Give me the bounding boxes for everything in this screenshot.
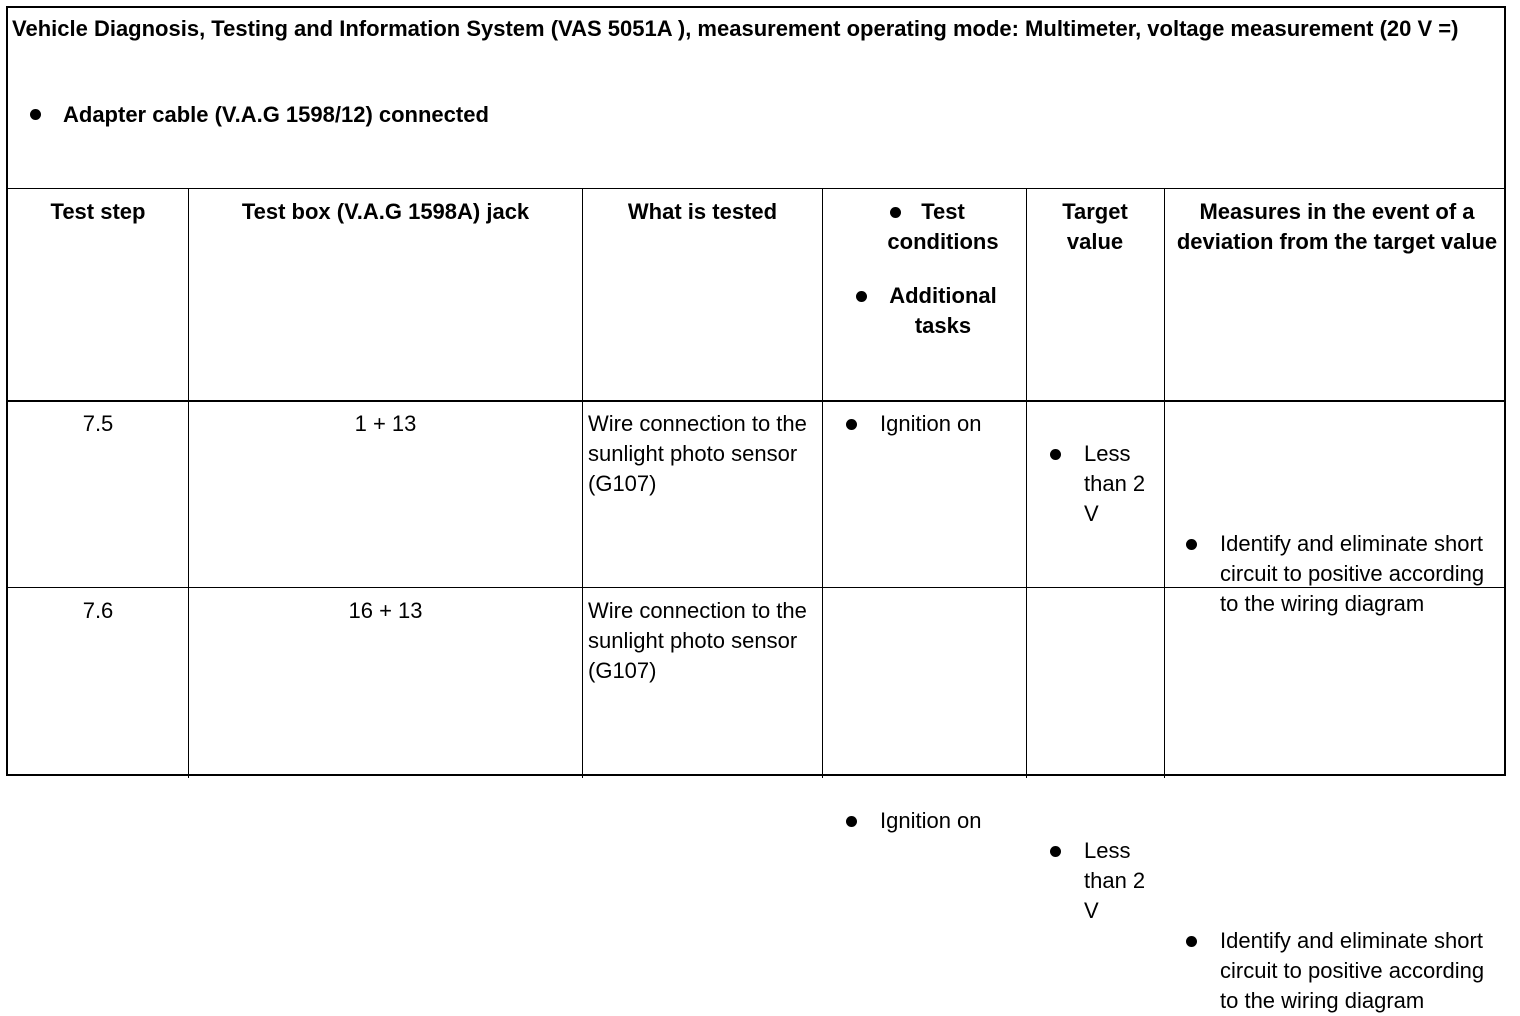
divider xyxy=(8,400,1504,402)
page-title: Vehicle Diagnosis, Testing and Informati… xyxy=(12,16,1459,41)
header-additional-text: Additional tasks xyxy=(889,283,997,338)
bullet-icon xyxy=(30,108,41,120)
column-divider xyxy=(822,188,823,778)
header-conditions-item: Test conditions xyxy=(868,197,1018,257)
cell-measure-text: Identify and eliminate short circuit to … xyxy=(1220,531,1485,616)
table-header-section: Vehicle Diagnosis, Testing and Informati… xyxy=(8,8,1504,188)
header-additional-item: Additional tasks xyxy=(856,281,1018,341)
header-what-tested: What is tested xyxy=(627,199,778,224)
header-target: Target value xyxy=(1062,199,1128,254)
cell-measure-text: Identify and eliminate short circuit to … xyxy=(1220,928,1485,1013)
bullet-icon xyxy=(1186,936,1197,947)
bullet-icon xyxy=(856,291,867,302)
bullet-icon xyxy=(1050,846,1061,857)
header-conditions-text: Test conditions xyxy=(887,199,999,254)
cell-measure: Identify and eliminate short circuit to … xyxy=(1186,926,1486,1016)
column-divider xyxy=(582,188,583,778)
bullet-icon xyxy=(890,207,901,218)
header-measures: Measures in the event of a deviation fro… xyxy=(1176,199,1498,254)
cell-condition-text: Ignition on xyxy=(880,411,982,436)
adapter-note-text: Adapter cable (V.A.G 1598/12) connected xyxy=(63,102,489,127)
adapter-note: Adapter cable (V.A.G 1598/12) connected xyxy=(30,100,489,130)
cell-target: Less than 2 V xyxy=(1050,439,1162,529)
cell-condition-text: Ignition on xyxy=(880,808,982,833)
cell-condition: Ignition on xyxy=(846,409,1022,439)
bullet-icon xyxy=(1186,539,1197,550)
cell-jack: 16 + 13 xyxy=(348,598,423,623)
divider xyxy=(8,587,1504,588)
column-divider xyxy=(188,188,189,778)
cell-jack: 1 + 13 xyxy=(354,411,417,436)
cell-measure: Identify and eliminate short circuit to … xyxy=(1186,529,1486,619)
cell-target-text: Less than 2 V xyxy=(1084,838,1146,923)
divider xyxy=(8,188,1504,189)
cell-condition: Ignition on xyxy=(846,806,1022,836)
header-conditions: Test conditions Additional tasks xyxy=(856,197,1018,341)
cell-what: Wire connection to the sunlight photo se… xyxy=(588,598,807,683)
bullet-icon xyxy=(846,419,857,430)
column-divider xyxy=(1164,188,1165,778)
header-test-step: Test step xyxy=(50,199,146,224)
diagnosis-table-frame: Vehicle Diagnosis, Testing and Informati… xyxy=(6,6,1506,1013)
header-jack: Test box (V.A.G 1598A) jack xyxy=(241,199,530,224)
column-divider xyxy=(1026,188,1027,778)
cell-what: Wire connection to the sunlight photo se… xyxy=(588,411,807,496)
cell-target: Less than 2 V xyxy=(1050,836,1162,926)
cell-step: 7.6 xyxy=(82,598,114,623)
bullet-icon xyxy=(1050,449,1061,460)
bullet-icon xyxy=(846,816,857,827)
cell-step: 7.5 xyxy=(82,411,114,436)
cell-target-text: Less than 2 V xyxy=(1084,441,1146,526)
